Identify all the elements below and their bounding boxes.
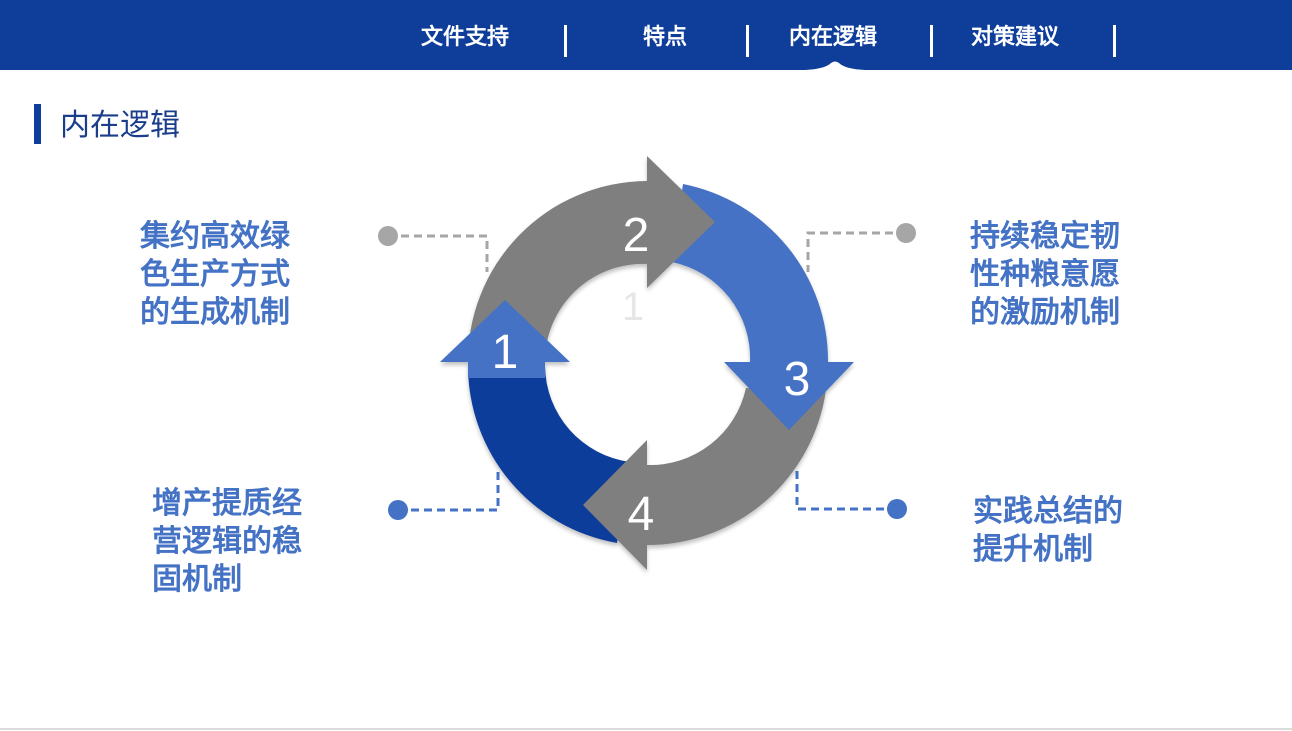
page-title: 内在逻辑 bbox=[60, 108, 180, 143]
cycle-arrow-step-1 bbox=[440, 300, 570, 378]
label-line: 实践总结的 bbox=[973, 494, 1123, 529]
cycle-segment-gray-bottom bbox=[583, 388, 826, 570]
label-line: 提升机制 bbox=[973, 532, 1093, 567]
label-line: 性种粮意愿 bbox=[970, 257, 1120, 292]
nav-tab-file-support[interactable]: 文件支持 bbox=[420, 25, 509, 50]
nav-tab-suggestions[interactable]: 对策建议 bbox=[970, 25, 1059, 50]
label-line: 营逻辑的稳 bbox=[152, 524, 302, 559]
label-line: 固机制 bbox=[152, 562, 242, 597]
connector-top-right bbox=[806, 223, 916, 272]
nav-divider bbox=[930, 25, 933, 57]
step-number-3: 3 bbox=[784, 353, 811, 406]
label-line: 持续稳定韧 bbox=[970, 219, 1120, 254]
center-faint-number: 1 bbox=[622, 285, 644, 329]
label-line: 增产提质经 bbox=[152, 486, 302, 521]
step-number-4: 4 bbox=[628, 488, 655, 541]
nav-divider bbox=[1113, 25, 1116, 57]
nav-divider bbox=[564, 25, 567, 57]
label-top-left: 集约高效绿 色生产方式 的生成机制 bbox=[140, 218, 290, 332]
top-nav-bar: 文件支持 特点 内在逻辑 对策建议 bbox=[0, 0, 1292, 70]
bottom-divider bbox=[0, 728, 1292, 730]
label-line: 集约高效绿 bbox=[140, 219, 290, 254]
step-number-2: 2 bbox=[623, 209, 650, 262]
label-bottom-left: 增产提质经 营逻辑的稳 固机制 bbox=[152, 485, 302, 599]
connector-top-left bbox=[378, 226, 489, 272]
label-bottom-right: 实践总结的 提升机制 bbox=[973, 493, 1123, 569]
label-line: 的激励机制 bbox=[970, 295, 1120, 330]
label-line: 色生产方式 bbox=[140, 257, 290, 292]
step-number-1: 1 bbox=[492, 326, 519, 379]
cycle-segment-gray-top bbox=[467, 156, 715, 366]
cycle-segment-light-blue bbox=[672, 184, 854, 430]
heading-accent-bar bbox=[34, 104, 41, 144]
nav-divider bbox=[746, 25, 749, 57]
active-tab-indicator bbox=[805, 61, 865, 70]
nav-tab-features[interactable]: 特点 bbox=[642, 25, 687, 50]
label-line: 的生成机制 bbox=[140, 295, 290, 330]
connector-bottom-left bbox=[388, 470, 500, 520]
label-top-right: 持续稳定韧 性种粮意愿 的激励机制 bbox=[970, 218, 1120, 332]
nav-tab-internal-logic[interactable]: 内在逻辑 bbox=[788, 25, 877, 50]
connector-bottom-right bbox=[795, 468, 907, 519]
